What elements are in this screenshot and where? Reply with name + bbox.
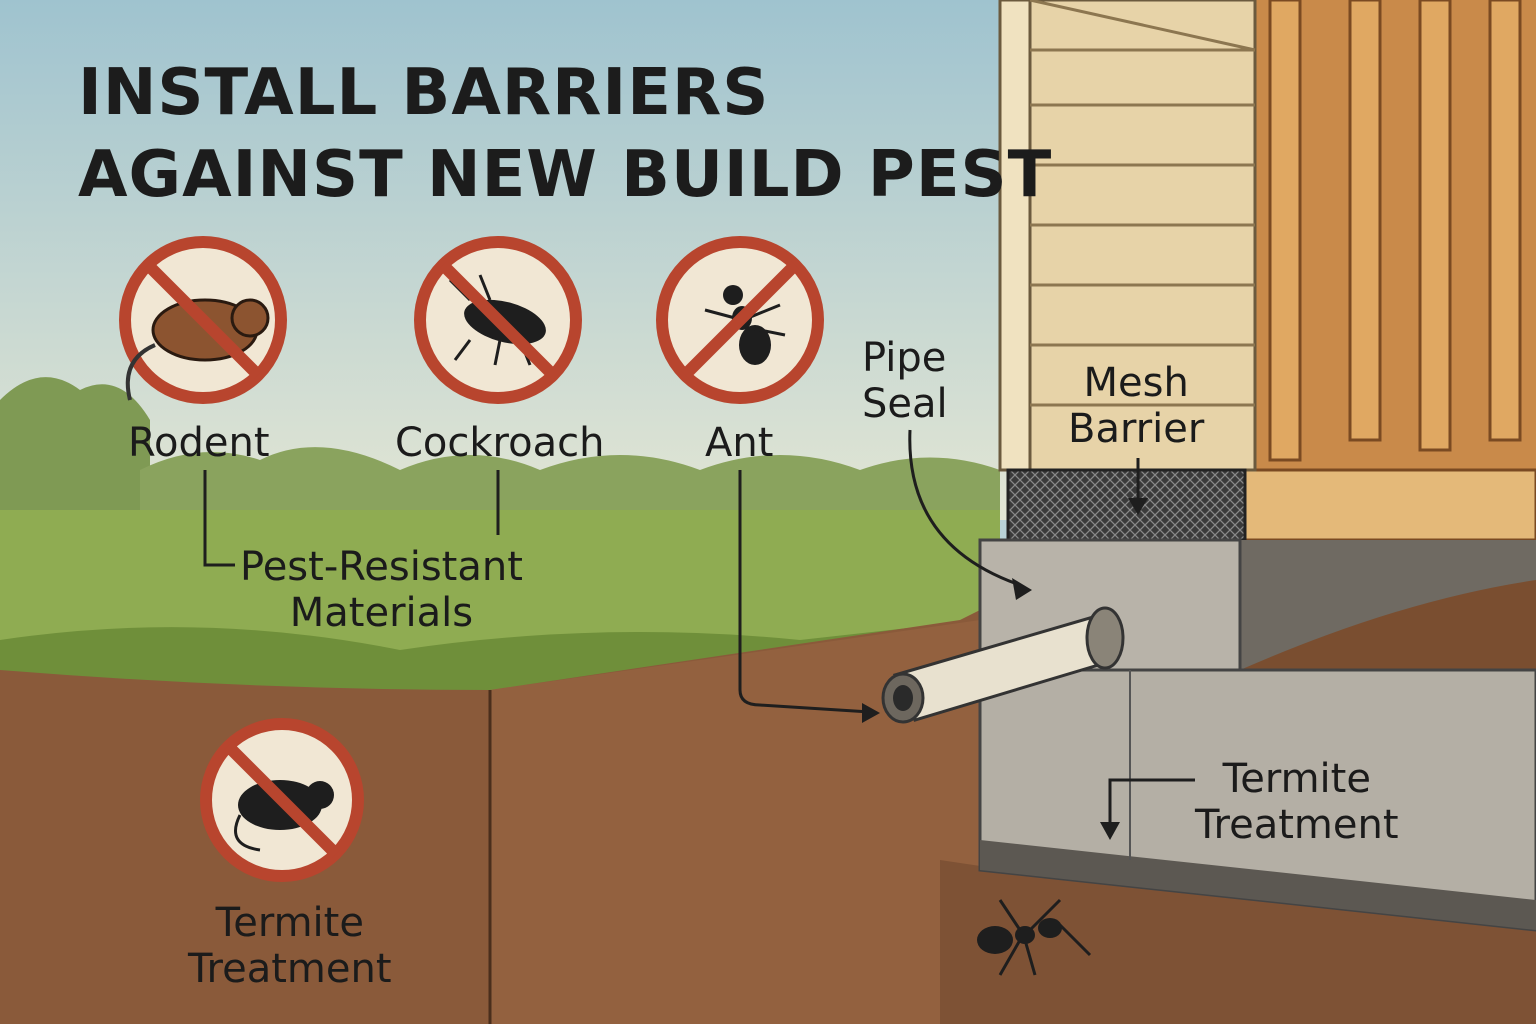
termite-left-line-1: Termite — [215, 900, 364, 946]
label-mesh-barrier: Mesh Barrier — [1068, 360, 1204, 452]
label-termite-treatment-foundation: Termite Treatment — [1195, 756, 1399, 848]
termite-prohibited-icon — [200, 718, 364, 882]
title-line-2: AGAINST NEW BUILD PEST — [78, 138, 1053, 212]
ant-prohibited-icon — [656, 236, 824, 404]
label-cockroach: Cockroach — [395, 420, 605, 466]
pipe — [881, 606, 1125, 724]
mesh-barrier — [1006, 468, 1247, 542]
label-pipe-seal: Pipe Seal — [862, 335, 948, 427]
mesh-barrier-line-1: Mesh — [1083, 360, 1189, 406]
label-pest-resistant-materials: Pest-Resistant Materials — [240, 544, 523, 636]
rodent-prohibited-icon — [119, 236, 287, 404]
pipe-seal-line-2: Seal — [862, 381, 948, 427]
mesh-barrier-line-2: Barrier — [1068, 406, 1205, 452]
termite-left-line-2: Treatment — [188, 946, 392, 992]
ant-crawling-icon — [977, 898, 1092, 976]
cockroach-prohibited-icon — [414, 236, 582, 404]
termite-right-line-2: Treatment — [1195, 802, 1399, 848]
siding — [998, 0, 1257, 472]
pipe-seal-line-1: Pipe — [862, 335, 947, 381]
termite-right-line-1: Termite — [1222, 756, 1371, 802]
pest-resistant-line-1: Pest-Resistant — [240, 544, 523, 590]
label-termite-treatment-soil: Termite Treatment — [188, 900, 392, 992]
page-title: INSTALL BARRIERS AGAINST NEW BUILD PEST — [78, 52, 1052, 216]
label-ant: Ant — [705, 420, 774, 466]
label-rodent: Rodent — [128, 420, 270, 466]
title-line-1: INSTALL BARRIERS — [78, 56, 770, 130]
pest-resistant-line-2: Materials — [289, 590, 474, 636]
trees — [0, 377, 150, 520]
